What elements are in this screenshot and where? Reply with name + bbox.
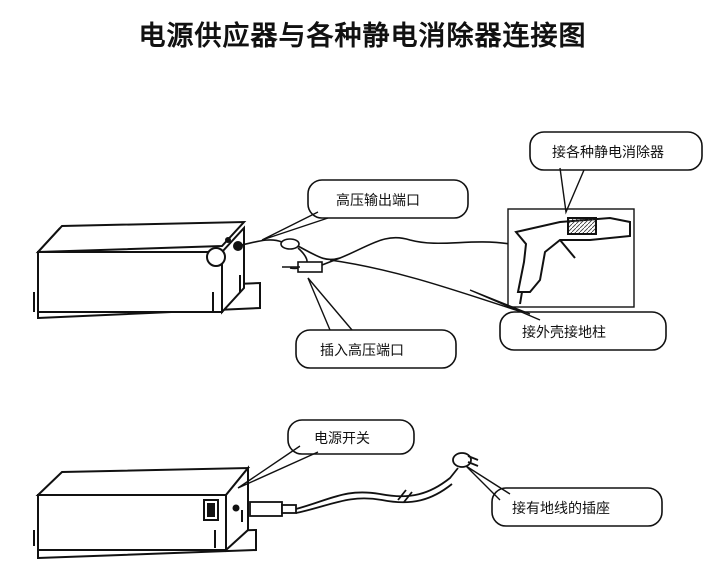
callout-eliminator-box <box>529 131 703 171</box>
label-connect-eliminators: 接各种静电消除器 <box>552 145 664 161</box>
callout-socket-box <box>491 487 663 527</box>
label-shell-ground: 接外壳接地柱 <box>522 325 606 341</box>
power-cord <box>249 452 479 517</box>
static-eliminator-gun <box>507 208 635 308</box>
callout-insert-box <box>295 329 457 369</box>
power-supply-unit-bottom <box>33 465 257 560</box>
callout-hv-output-box <box>307 179 469 219</box>
callout-switch-box <box>287 419 415 455</box>
label-hv-output-port: 高压输出端口 <box>336 193 420 209</box>
power-supply-unit-top <box>33 220 261 320</box>
page-title: 电源供应器与各种静电消除器连接图 <box>138 21 587 52</box>
label-insert-hv-port: 插入高压端口 <box>320 343 404 359</box>
hv-cable-top <box>241 236 511 273</box>
label-power-switch: 电源开关 <box>314 431 370 447</box>
callout-ground-box <box>499 311 667 351</box>
label-grounded-socket: 接有地线的插座 <box>512 501 610 517</box>
